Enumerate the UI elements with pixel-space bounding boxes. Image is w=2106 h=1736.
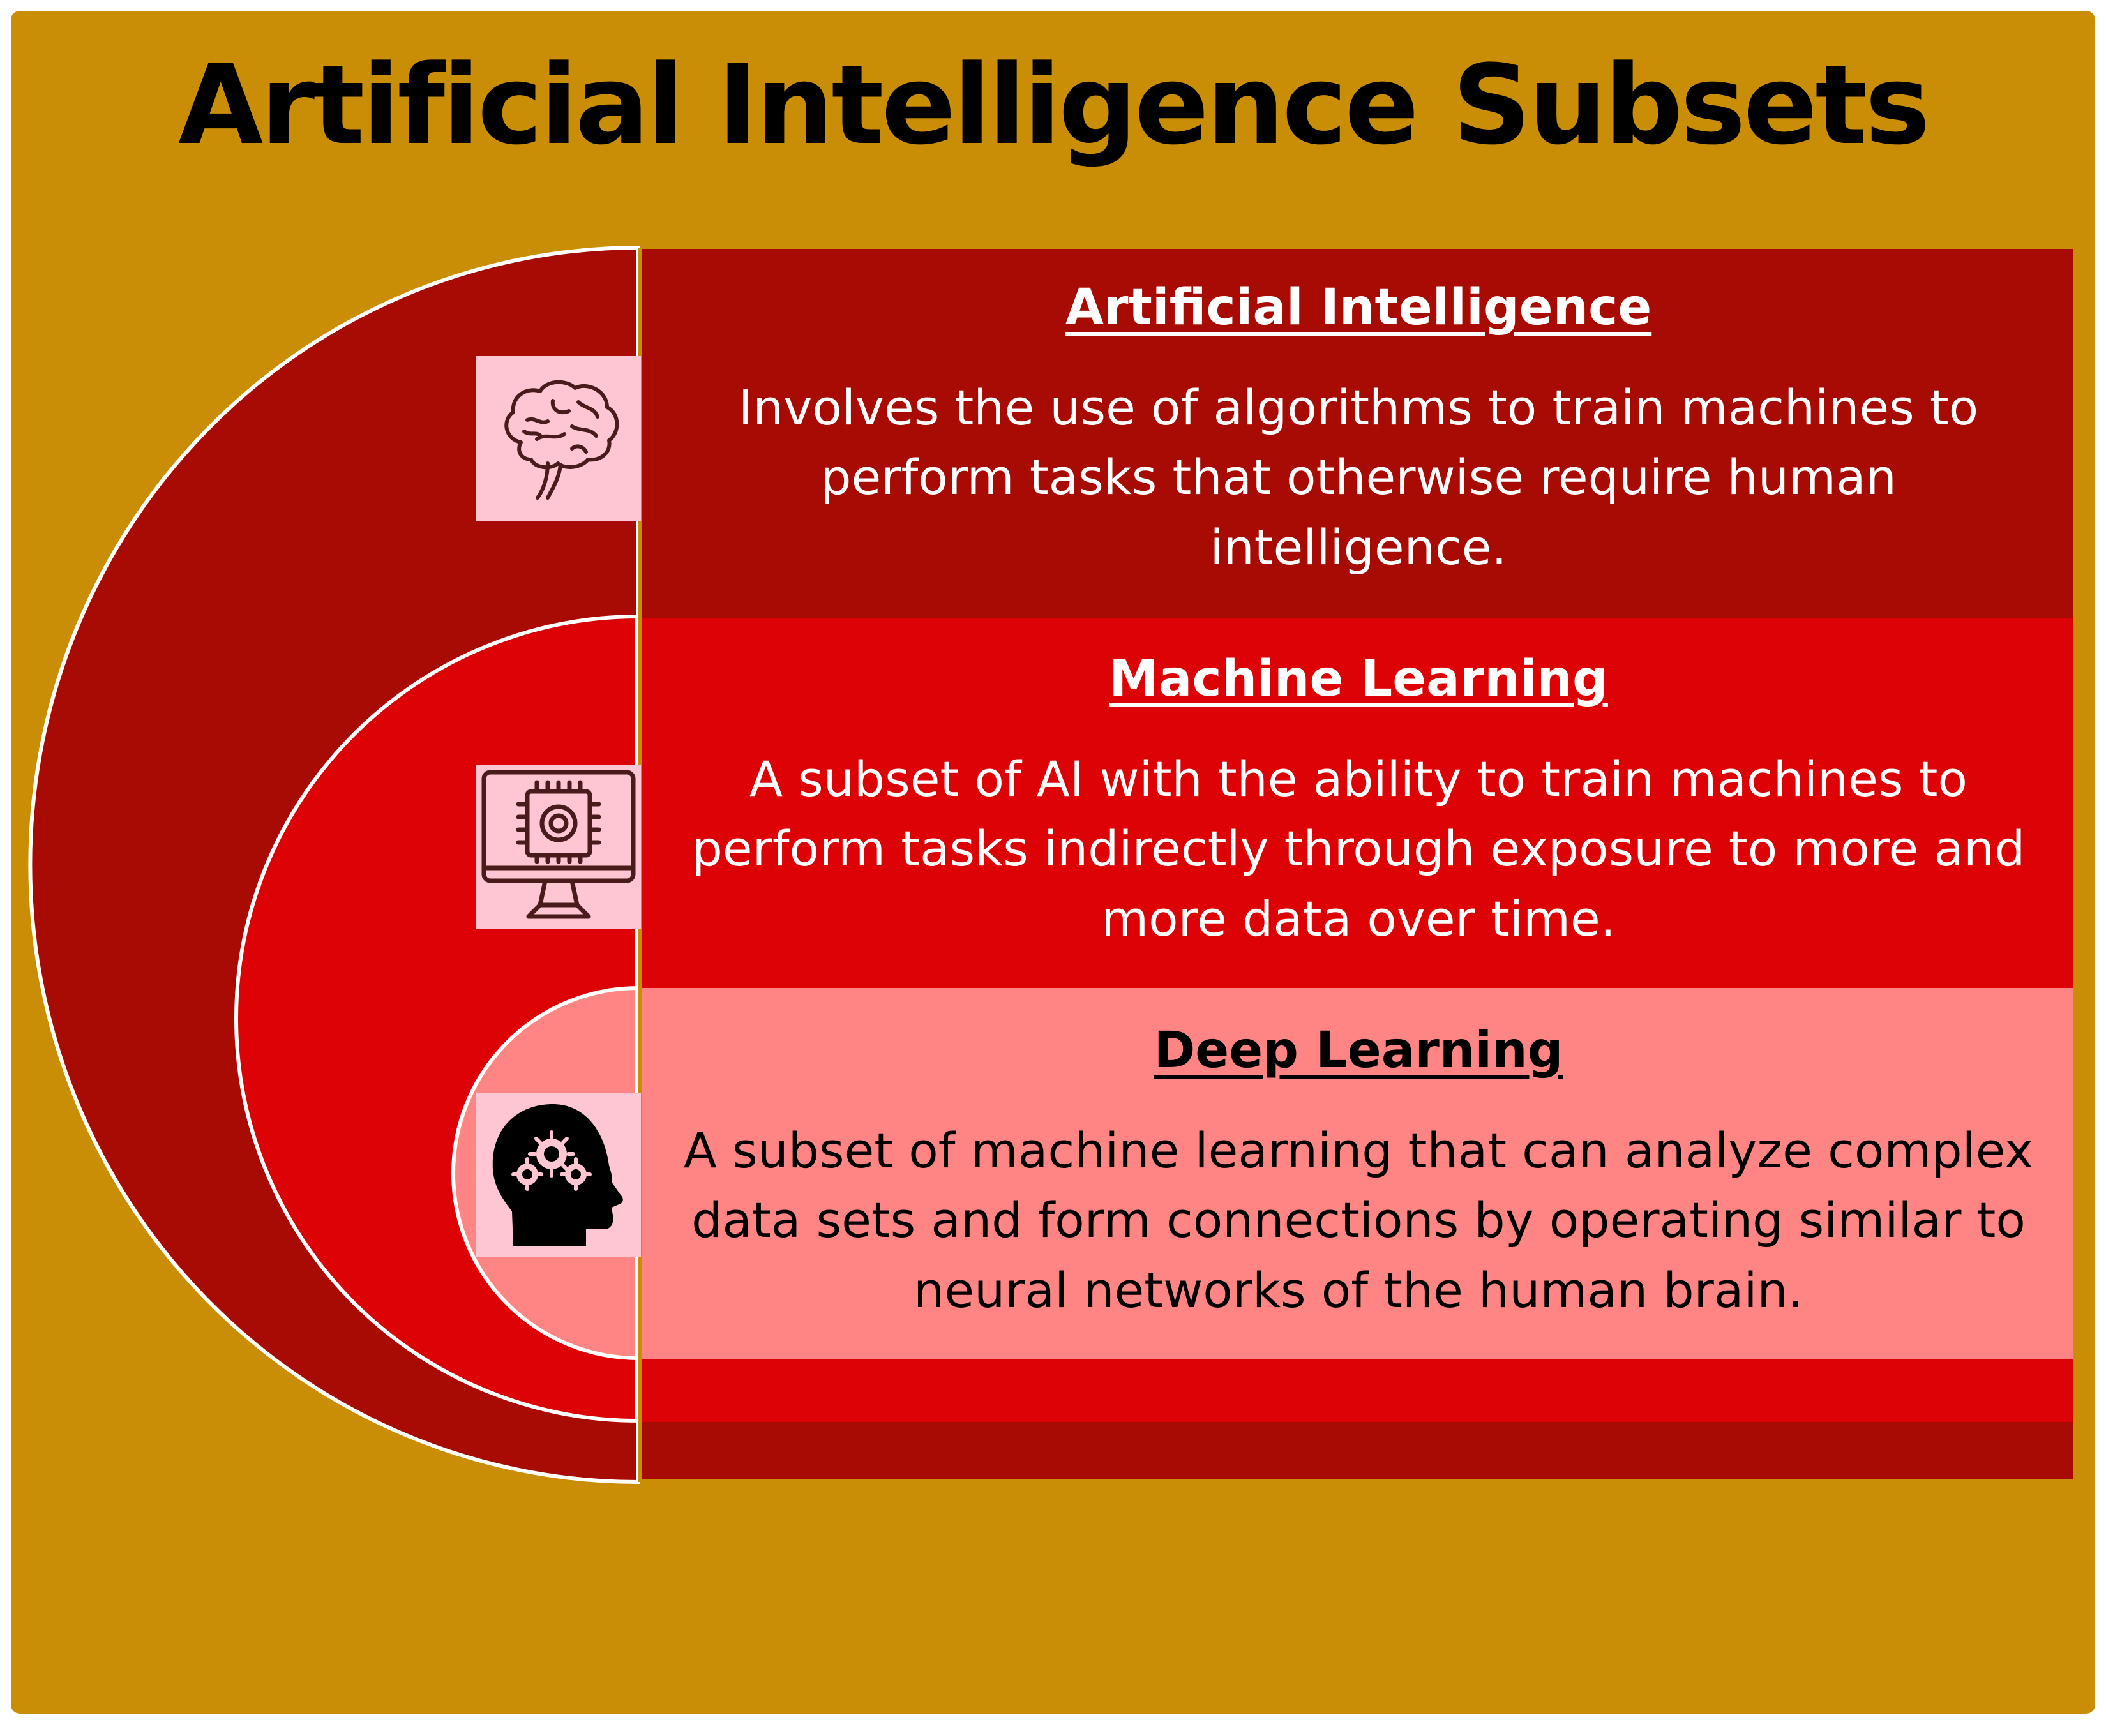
diagram-title: Artificial Intelligence Subsets (178, 41, 1930, 169)
computer-chip-icon (476, 765, 641, 929)
dl-band (638, 988, 2073, 1359)
machine-learning-panel: Machine Learning A subset of AI with the… (643, 652, 2073, 971)
artificial-intelligence-heading: Artificial Intelligence (1065, 279, 1652, 336)
deep-learning-heading: Deep Learning (1154, 1022, 1563, 1079)
deep-learning-panel: Deep Learning A subset of machine learni… (643, 1022, 2073, 1330)
artificial-intelligence-description: Involves the use of algorithms to train … (738, 378, 1979, 576)
head-gears-icon (476, 1093, 641, 1257)
deep-learning-description: A subset of machine learning that can an… (683, 1121, 2034, 1319)
artificial-intelligence-panel: Artificial Intelligence Involves the use… (643, 279, 2073, 613)
brain-icon (476, 356, 641, 521)
machine-learning-description: A subset of AI with the ability to train… (691, 750, 2026, 947)
machine-learning-heading: Machine Learning (1109, 650, 1608, 708)
